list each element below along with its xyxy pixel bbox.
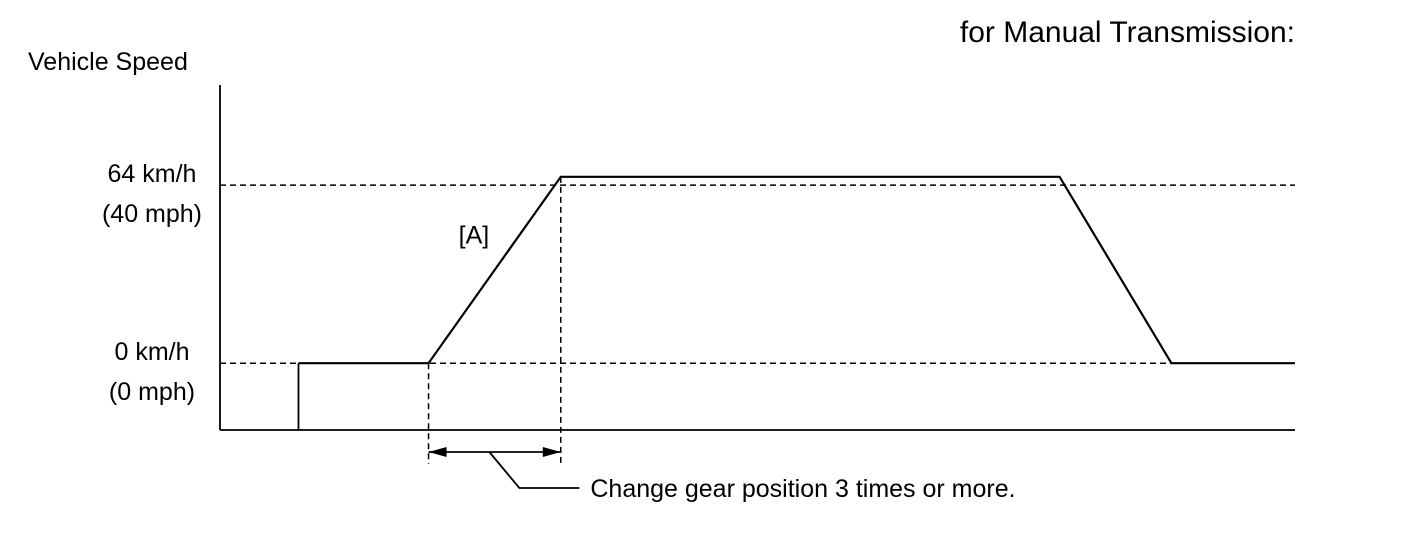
interval-note-text: Change gear position 3 times or more.: [590, 475, 1015, 503]
speed-profile-line: [298, 175, 1295, 365]
chart-title: for Manual Transmission:: [960, 16, 1295, 49]
y-tick-label-1-line1: 0 km/h: [114, 338, 189, 366]
interval-arrowhead-left: [428, 447, 447, 457]
phase-label-a: [A]: [459, 222, 490, 250]
y-tick-label-0-line2: (40 mph): [102, 200, 202, 228]
y-tick-label-1-line2: (0 mph): [109, 378, 195, 406]
y-tick-labels: 64 km/h (40 mph) 0 km/h (0 mph): [102, 160, 202, 406]
interval-leader-line: [488, 451, 580, 489]
y-tick-label-0-line1: 64 km/h: [108, 160, 197, 188]
interval-arrowhead-right: [542, 447, 561, 457]
y-axis-label: Vehicle Speed: [28, 48, 188, 76]
guide-lines: [220, 184, 1295, 364]
